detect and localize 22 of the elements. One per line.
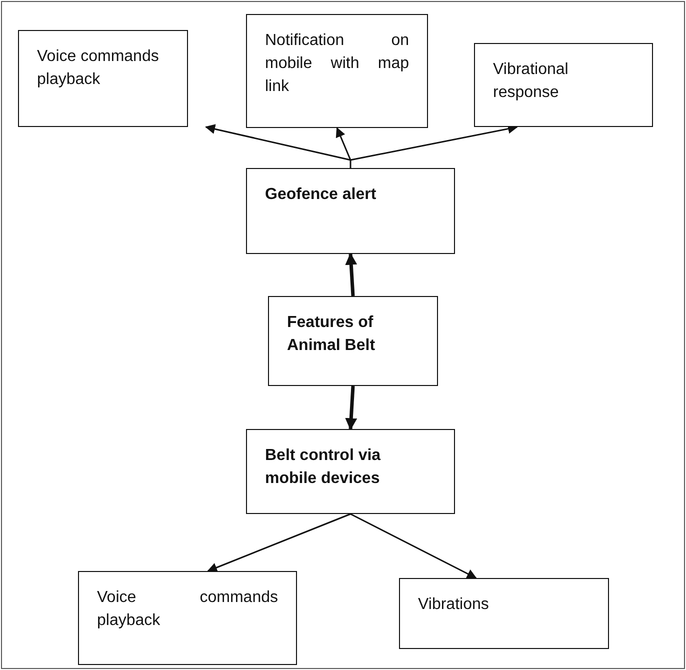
process-box bbox=[78, 571, 297, 665]
arrow bbox=[350, 513, 477, 579]
box-label: Voice commands playback bbox=[37, 47, 160, 90]
arrow bbox=[345, 252, 358, 296]
box-label: Features of Animal Belt bbox=[287, 313, 376, 356]
process-box bbox=[246, 14, 428, 128]
box-label: Voice commands playback bbox=[97, 588, 278, 632]
arrow bbox=[207, 513, 351, 572]
box-label: Belt control via mobile devices bbox=[265, 446, 382, 490]
arrow bbox=[205, 124, 351, 161]
arrow bbox=[336, 127, 352, 160]
box-label: Geofence alert bbox=[265, 185, 378, 205]
process-box bbox=[399, 578, 609, 649]
box-label: Vibrational response bbox=[493, 60, 570, 104]
process-box bbox=[246, 429, 455, 514]
arrow bbox=[345, 386, 358, 430]
process-box bbox=[246, 168, 455, 254]
box-label: Notification on mobile with map link bbox=[265, 31, 409, 98]
process-box bbox=[18, 30, 188, 127]
process-box bbox=[474, 43, 653, 127]
box-label: Vibrations bbox=[418, 595, 490, 615]
process-box bbox=[268, 296, 438, 386]
